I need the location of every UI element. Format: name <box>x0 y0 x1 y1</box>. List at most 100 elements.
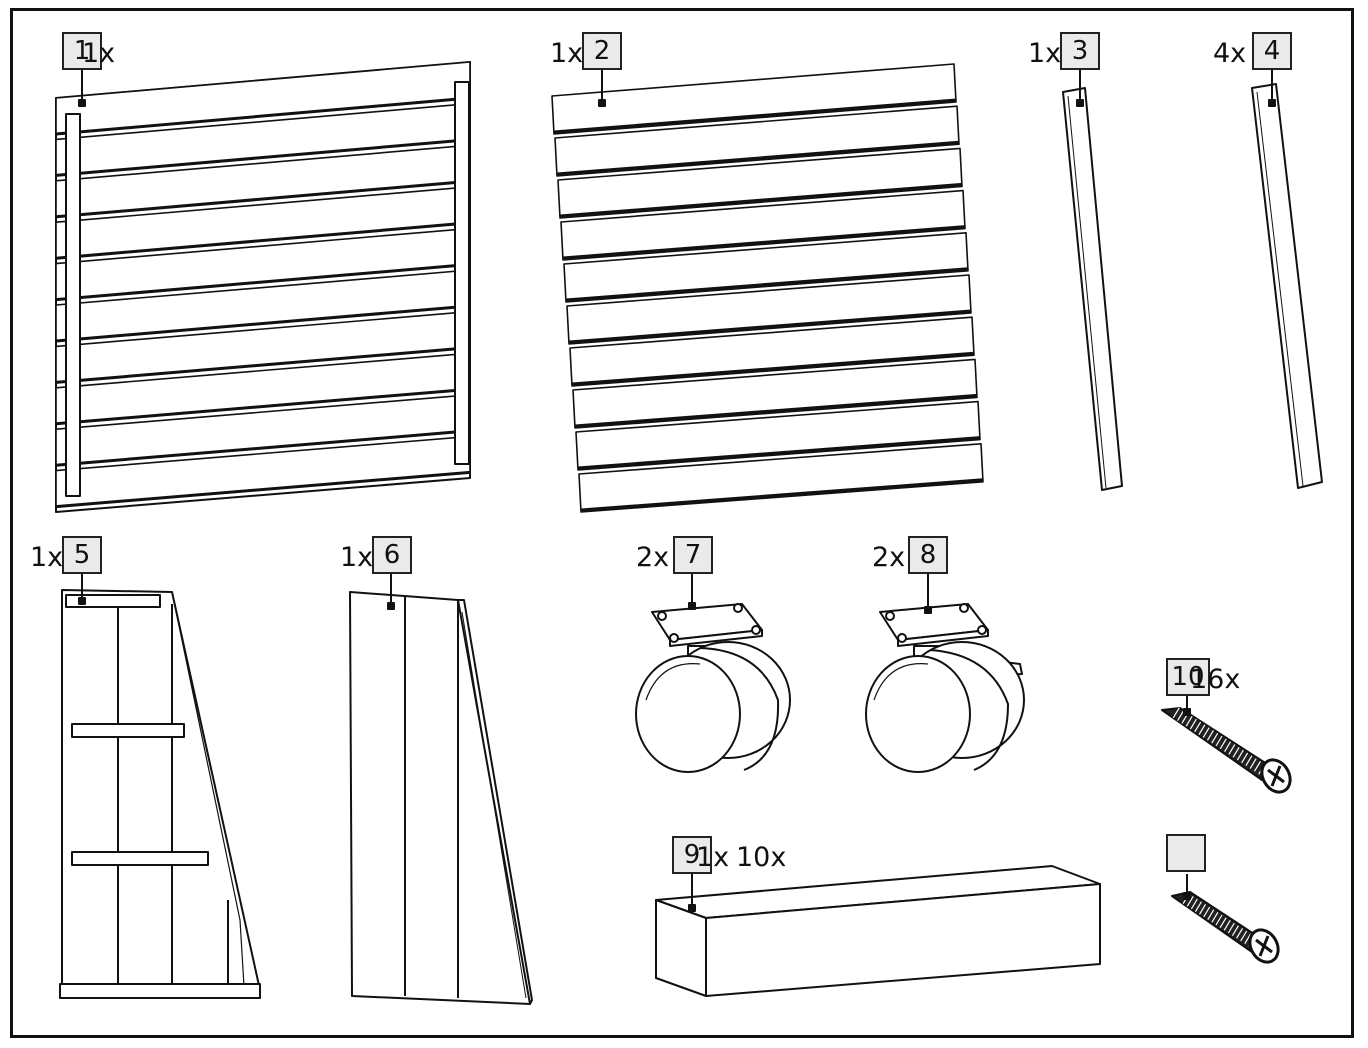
screw-thread <box>1194 901 1202 912</box>
panel-slat <box>563 232 969 303</box>
screw-thread <box>1172 707 1180 719</box>
part-8-drawing <box>865 603 1025 773</box>
screw-thread <box>1190 898 1198 910</box>
slat-gap <box>55 96 471 136</box>
part-number-box: 5 <box>62 536 102 574</box>
part-7-drawing <box>635 603 791 773</box>
screw-thread <box>1194 721 1202 733</box>
screw-thread <box>1206 730 1214 741</box>
part-number-box: 7 <box>673 536 713 574</box>
panel-slat <box>575 400 981 471</box>
screw-thread <box>1211 732 1219 744</box>
screw-thread <box>1185 715 1193 727</box>
screw-thread <box>1228 744 1236 755</box>
part-4-drawing <box>1251 83 1323 489</box>
part-11-drawing <box>1171 891 1280 964</box>
slat-gap <box>553 98 957 134</box>
slat-gap <box>556 140 960 176</box>
part-10-drawing <box>1161 707 1292 794</box>
part-number-box: 2 <box>582 32 622 70</box>
screw-thread <box>1211 912 1219 923</box>
part-3-drawing <box>1062 87 1123 491</box>
screw-thread <box>1215 914 1223 926</box>
slat-gap <box>55 221 471 260</box>
slat-gap <box>55 304 471 343</box>
screw-thread <box>1203 906 1211 918</box>
screw-thread <box>1186 896 1194 907</box>
panel-slat <box>572 358 978 429</box>
screw-thread <box>1249 758 1257 769</box>
slat-gap <box>571 351 975 386</box>
part-qty-label: 2x <box>872 542 906 573</box>
screw-thread <box>1236 749 1244 761</box>
screw-thread <box>1232 746 1240 758</box>
part-number-box: 8 <box>908 536 948 574</box>
screw-thread <box>1236 928 1244 939</box>
part-qty-label: 1x <box>1028 38 1062 69</box>
part-qty-label: 1x <box>82 38 116 69</box>
part-6-drawing <box>349 591 533 1005</box>
slat-gap <box>55 179 471 219</box>
screw-thread <box>1224 741 1232 752</box>
panel-slat <box>554 105 960 177</box>
part-5-drawing <box>59 589 261 999</box>
leaders <box>78 70 1276 912</box>
part-number-box: 1 <box>62 32 102 70</box>
screw-thread <box>1199 904 1207 915</box>
screw-thread <box>1253 761 1261 772</box>
screw-thread <box>1223 920 1231 931</box>
slat-gap <box>55 470 471 509</box>
part-qty-label: 1x <box>340 542 374 573</box>
part-2-drawing <box>551 63 984 513</box>
screw-thread <box>1207 909 1215 920</box>
screw-thread <box>1202 727 1210 738</box>
part-qty-label: 1x <box>30 542 64 573</box>
slat-gap <box>562 225 966 260</box>
screw-thread <box>1177 710 1185 721</box>
part-number-box: 4 <box>1252 32 1292 70</box>
panel-slat <box>566 274 972 345</box>
panel-slat <box>557 147 963 219</box>
part-number-box <box>1166 834 1206 872</box>
part-qty-label: 4x <box>1213 38 1247 69</box>
slat-gap <box>55 138 471 177</box>
slat-gap <box>565 267 969 302</box>
screw-thread <box>1189 718 1197 730</box>
screw-thread <box>1219 738 1227 750</box>
part-1-drawing <box>55 61 471 513</box>
screw-thread <box>1198 724 1206 736</box>
part-qty-label: 1x <box>696 842 730 873</box>
screw-thread <box>1219 917 1227 928</box>
screw-thread <box>1241 752 1249 764</box>
screw-thread <box>1231 925 1239 936</box>
part-number-box: 10 <box>1166 658 1210 696</box>
screw-thread <box>1215 735 1223 747</box>
screw-thread <box>1244 933 1252 944</box>
panel-slat <box>560 189 966 261</box>
slat-gap <box>55 262 471 302</box>
panel-slat <box>551 63 957 135</box>
slat-gap <box>574 393 978 428</box>
part-number-box: 9 <box>672 836 712 874</box>
screw-thread <box>1227 922 1235 934</box>
part-qty-label: 10x <box>736 842 787 873</box>
slat-gap <box>559 182 963 218</box>
slat-gap <box>568 309 972 344</box>
part-qty-label: 1x <box>550 38 584 69</box>
diagram-frame <box>10 8 1354 1038</box>
slat-gap <box>55 429 471 467</box>
slat-gap <box>580 478 984 512</box>
part-qty-label: 2x <box>636 542 670 573</box>
panel-slat <box>578 442 984 513</box>
part-qty-label: 16x <box>1190 664 1241 695</box>
slat-gap <box>577 436 981 470</box>
panel-slat <box>569 316 975 387</box>
part-number-box: 6 <box>372 536 412 574</box>
part-number-box: 3 <box>1060 32 1100 70</box>
screw-thread <box>1245 755 1253 767</box>
screw-thread <box>1240 930 1248 942</box>
slat-gap <box>55 387 471 426</box>
slat-gap <box>55 346 471 384</box>
part-9-drawing <box>655 865 1101 997</box>
